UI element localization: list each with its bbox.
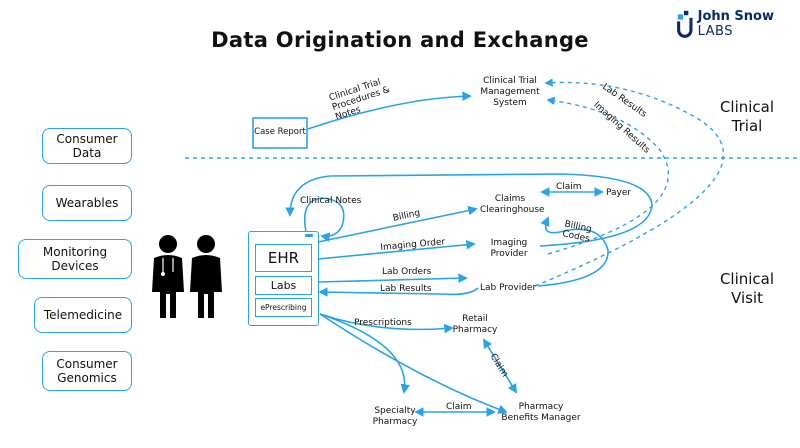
edge-billing: [317, 205, 478, 243]
monitoring-devices-box: Monitoring Devices: [18, 239, 132, 279]
brand-logo: John Snow LABS: [676, 7, 800, 41]
patient-icon: [190, 235, 222, 318]
edge-trial-procedures: [307, 91, 472, 130]
claims-clearinghouse-label: Claims Clearinghouse: [480, 194, 545, 215]
edge-lab-results: [318, 287, 479, 297]
edge-lab-results-top: [534, 78, 725, 287]
device-camera: [305, 234, 313, 237]
prescriptions-label: Prescriptions: [354, 318, 412, 328]
telemedicine-box: Telemedicine: [34, 297, 132, 333]
section-clinical-trial-label: Clinical Trial: [719, 98, 775, 135]
consumer-genomics-label: Consumer Genomics: [56, 357, 118, 385]
edge-claim-pbm: [482, 338, 518, 394]
lab-provider-label: Lab Provider: [480, 283, 537, 293]
edge-to-pbm: [319, 313, 508, 414]
edge-imaging-return: [285, 173, 653, 247]
logo-icon: [677, 10, 693, 38]
section-clinical-trial: Clinical Trial: [702, 98, 792, 136]
case-report-box: [252, 117, 308, 149]
doctor-icon: [152, 235, 184, 318]
wearables-box: Wearables: [42, 185, 132, 221]
wearables-label: Wearables: [55, 196, 119, 210]
lab-results-label: Lab Results: [380, 284, 432, 294]
retail-pharmacy-label: Retail Pharmacy: [452, 314, 498, 335]
ctms-label: Clinical Trial Management System: [480, 76, 540, 108]
specialty-pharmacy-label: Specialty Pharmacy: [372, 406, 418, 427]
clinical-notes-label: Clinical Notes: [300, 196, 362, 206]
payer-label: Payer: [606, 188, 632, 198]
consumer-genomics-box: Consumer Genomics: [42, 351, 132, 391]
lab-orders-label: Lab Orders: [382, 267, 432, 277]
edge-billing-codes: [537, 216, 609, 287]
case-report-label: Case Report: [254, 127, 306, 137]
imaging-provider-label: Imaging Provider: [490, 238, 528, 259]
page-title: Data Origination and Exchange: [211, 28, 589, 52]
telemedicine-label: Telemedicine: [43, 308, 123, 322]
section-clinical-visit: Clinical Visit: [702, 270, 792, 308]
edge-clinical-notes: [303, 197, 345, 242]
logo-brand: John Snow: [697, 9, 774, 24]
ehr-panel: EHR: [255, 244, 312, 272]
eprescribing-panel: ePrescribing: [255, 298, 312, 317]
edge-lab-orders: [317, 273, 468, 284]
consumer-data-box: Consumer Data: [42, 128, 132, 164]
logo-suffix: LABS: [697, 24, 733, 39]
edge-imaging-results: [546, 96, 670, 255]
consumer-data-label: Consumer Data: [56, 132, 118, 160]
ehr-device: EHR Labs ePrescribing: [248, 231, 319, 326]
monitoring-devices-label: Monitoring Devices: [42, 245, 108, 273]
edge-to-specialty: [319, 313, 411, 394]
logo-text: John Snow LABS: [698, 9, 800, 39]
claim-pharmacy-label: Claim: [446, 402, 472, 412]
labs-panel: Labs: [255, 276, 312, 295]
edge-imaging-order: [317, 239, 476, 260]
claim-payer-label: Claim: [556, 182, 582, 192]
pbm-label: Pharmacy Benefits Manager: [501, 402, 581, 423]
section-clinical-visit-label: Clinical Visit: [719, 270, 775, 307]
